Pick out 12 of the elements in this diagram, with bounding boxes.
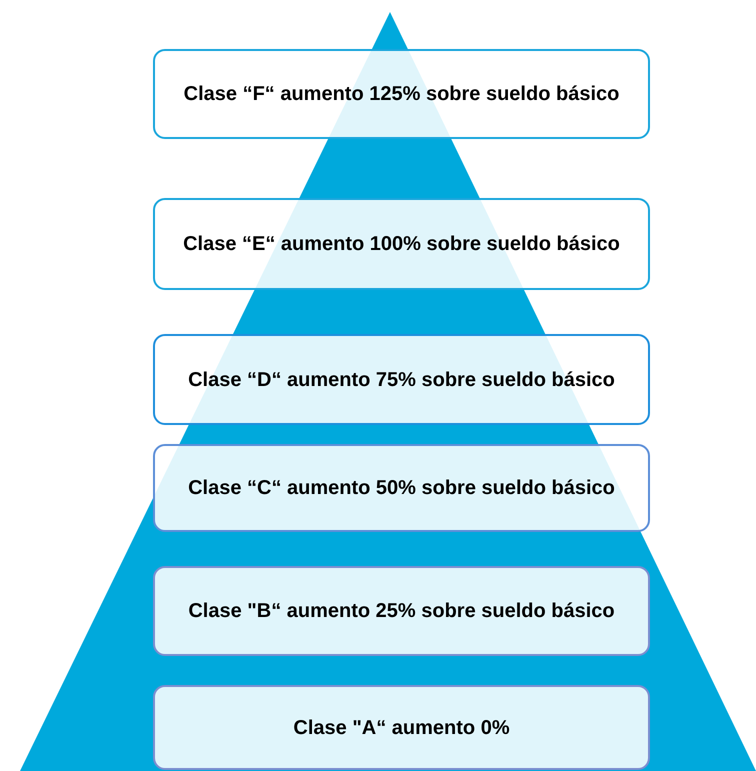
- level-box: [153, 566, 650, 656]
- level-box: [153, 334, 650, 425]
- level-label: Clase “F“ aumento 125% sobre sueldo básico: [184, 82, 620, 107]
- level-box: [153, 444, 650, 532]
- level-label: Clase "A“ aumento 0%: [293, 716, 510, 740]
- level-box: [153, 49, 650, 139]
- level-label: Clase "B“ aumento 25% sobre sueldo básico: [188, 599, 615, 624]
- level-label: Clase “C“ aumento 50% sobre sueldo básico: [188, 476, 615, 501]
- level-box: [153, 198, 650, 290]
- level-box: [153, 685, 650, 770]
- level-label: Clase “D“ aumento 75% sobre sueldo básico: [188, 368, 615, 392]
- level-label: Clase “E“ aumento 100% sobre sueldo básico: [183, 232, 620, 257]
